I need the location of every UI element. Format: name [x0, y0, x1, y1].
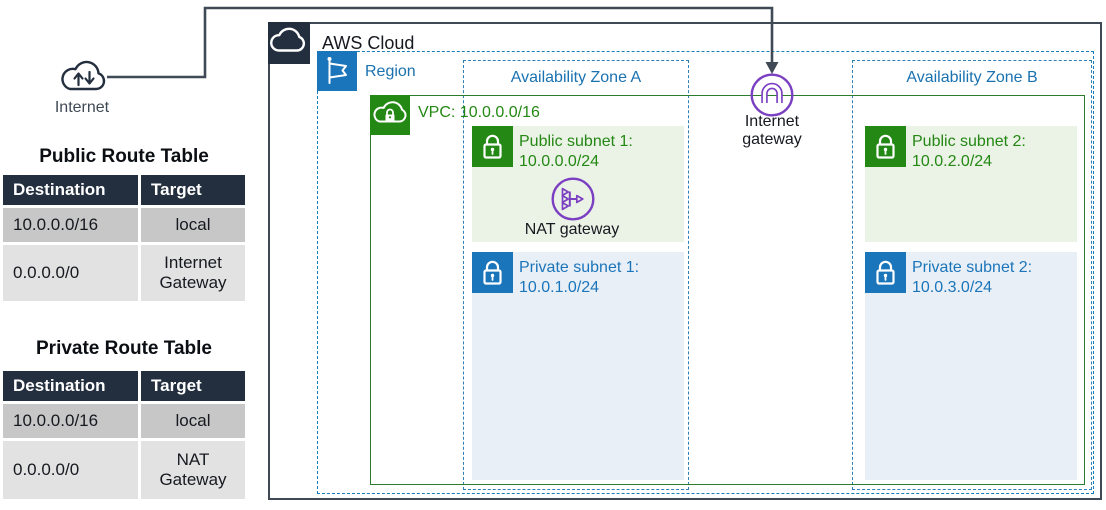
private-route-table-cell: NAT Gateway — [141, 441, 245, 499]
subnet-cidr: 10.0.1.0/24 — [519, 279, 600, 296]
public-route-table-cell: Internet Gateway — [141, 245, 245, 301]
subnet-cidr: 10.0.2.0/24 — [912, 153, 993, 170]
private-route-table-cell: 10.0.0.0/16 — [3, 404, 138, 438]
subnet-private-1-label: Private subnet 1: 10.0.1.0/24 — [519, 258, 639, 298]
subnet-name: Public subnet 1: — [519, 133, 633, 150]
public-route-table-cell: 0.0.0.0/0 — [3, 245, 138, 301]
private-subnet-lock-icon — [472, 252, 513, 293]
private-route-table-cell: local — [141, 404, 245, 438]
internet-gateway-icon — [750, 73, 794, 117]
subnet-public-2: Public subnet 2: 10.0.2.0/24 — [865, 126, 1077, 242]
private-route-table-header-target: Target — [141, 371, 245, 401]
public-route-table-cell: local — [141, 208, 245, 242]
subnet-private-2: Private subnet 2: 10.0.3.0/24 — [865, 252, 1077, 480]
vpc-cloud-lock-icon — [370, 95, 410, 135]
private-route-table: Destination Target 10.0.0.0/16 local 0.0… — [3, 371, 245, 499]
public-route-table: Destination Target 10.0.0.0/16 local 0.0… — [3, 175, 245, 301]
subnet-public-1-label: Public subnet 1: 10.0.0.0/24 — [519, 132, 633, 172]
public-route-table-header-destination: Destination — [3, 175, 138, 205]
availability-zone-b: Availability Zone B — [852, 60, 1092, 490]
availability-zone-a-title: Availability Zone A — [510, 69, 642, 86]
region-label: Region — [365, 63, 416, 80]
subnet-cidr: 10.0.0.0/24 — [519, 153, 600, 170]
subnet-public-2-label: Public subnet 2: 10.0.2.0/24 — [912, 132, 1026, 172]
region-flag-icon — [317, 51, 357, 91]
internet-cloud-icon — [61, 60, 106, 91]
availability-zone-b-title: Availability Zone B — [906, 69, 1038, 86]
vpc-container: VPC: 10.0.0.0/16 — [370, 95, 1085, 485]
private-route-table-cell: 0.0.0.0/0 — [3, 441, 138, 499]
public-route-table-title: Public Route Table — [39, 146, 209, 167]
internet-gateway-label: Internet gateway — [742, 113, 802, 148]
private-route-table-title: Private Route Table — [36, 338, 212, 359]
internet-label: Internet — [54, 99, 110, 116]
aws-cloud-icon — [268, 22, 310, 64]
subnet-private-1: Private subnet 1: 10.0.1.0/24 — [472, 252, 684, 480]
vpc-label: VPC: 10.0.0.0/16 — [418, 104, 540, 121]
subnet-public-1: Public subnet 1: 10.0.0.0/24 — [472, 126, 684, 242]
subnet-cidr: 10.0.3.0/24 — [912, 279, 993, 296]
public-subnet-lock-icon — [472, 126, 513, 167]
private-route-table-header-destination: Destination — [3, 371, 138, 401]
subnet-name: Private subnet 1: — [519, 259, 640, 276]
private-subnet-lock-icon — [865, 252, 906, 293]
nat-gateway-icon — [551, 177, 595, 221]
nat-gateway-label: NAT gateway — [524, 221, 620, 238]
subnet-name: Private subnet 2: — [912, 259, 1033, 276]
subnet-private-2-label: Private subnet 2: 10.0.3.0/24 — [912, 258, 1032, 298]
public-subnet-lock-icon — [865, 126, 906, 167]
public-route-table-cell: 10.0.0.0/16 — [3, 208, 138, 242]
subnet-name: Public subnet 2: — [912, 133, 1026, 150]
public-route-table-header-target: Target — [141, 175, 245, 205]
